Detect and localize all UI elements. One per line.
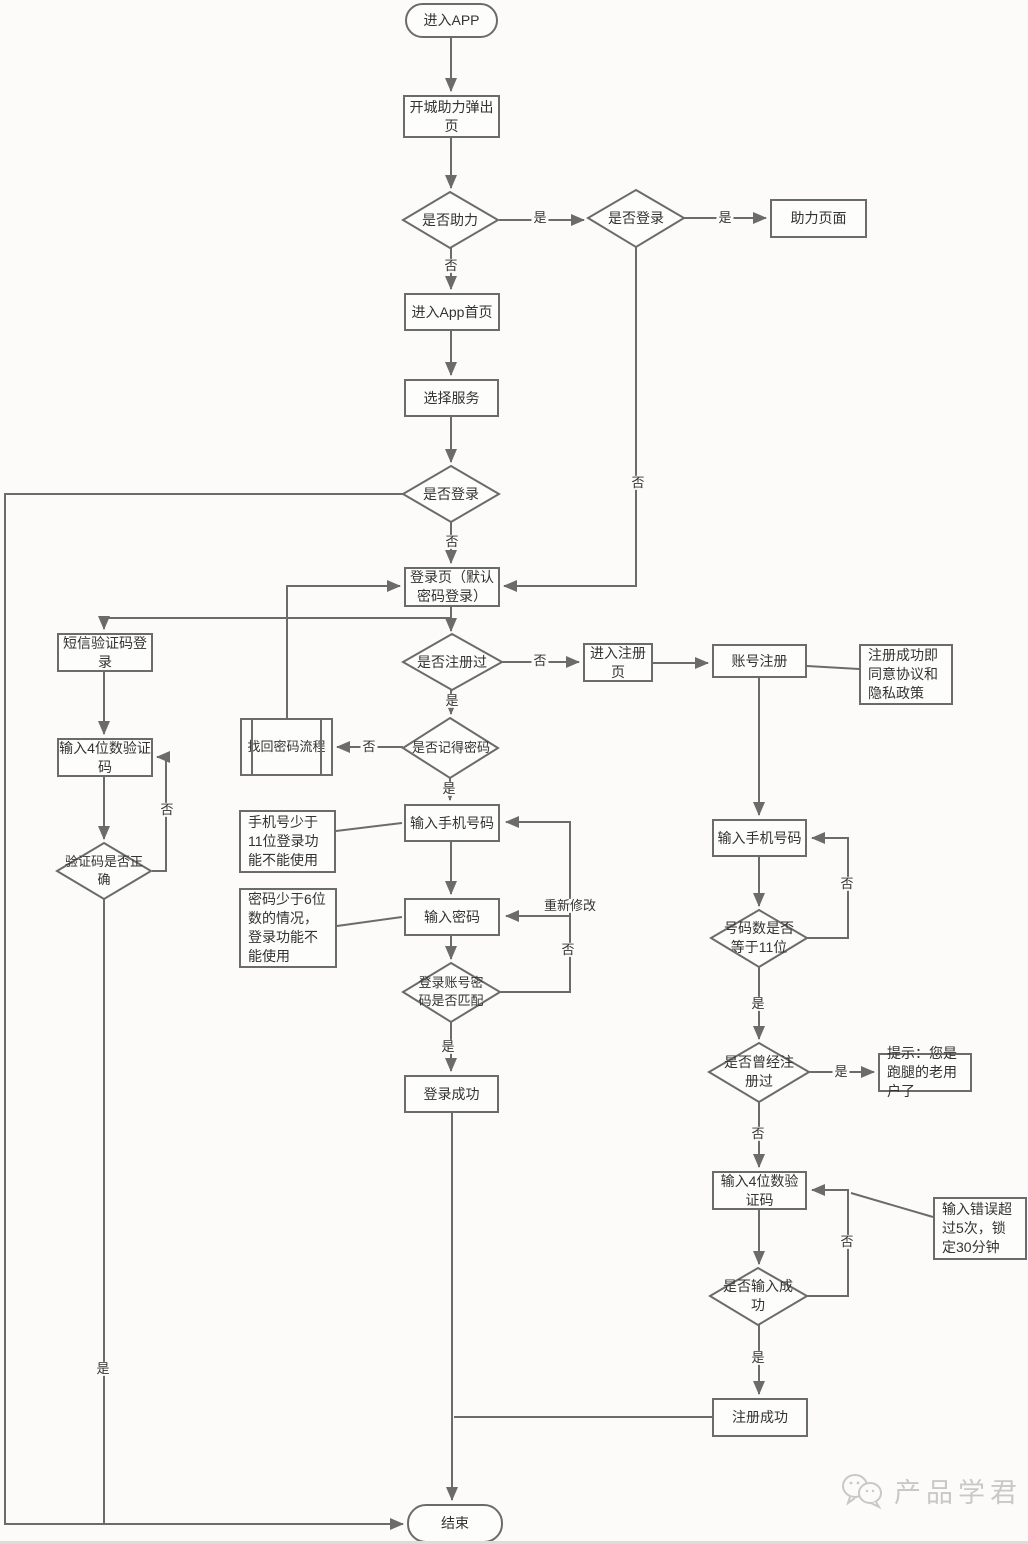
node-login-page: 登录页（默认密码登录） [404,567,500,607]
edge-label-no: 否 [442,257,460,274]
node-label: 结束 [441,1515,469,1532]
note-old-user-tip: 提示：您是跑腿的老用户了 [878,1045,972,1099]
node-ever-registered: 是否曾经注册过 [723,1052,795,1092]
node-is-assist: 是否助力 [410,206,490,234]
node-label: 输入手机号码 [717,829,802,846]
node-remember-password: 是否记得密码 [407,734,495,762]
edge-label-yes: 是 [749,1349,767,1366]
edge-label-no: 否 [838,1233,856,1250]
note-phone-length: 手机号少于11位登录功能不能使用 [239,810,336,873]
node-is-code-correct: 验证码是否正确 [63,851,145,891]
note-password-length: 密码少于6位数的情况，登录功能不能使用 [239,888,337,968]
node-enter-register-page: 进入注册页 [583,643,653,682]
node-label: 找回密码流程 [247,739,326,755]
note-label: 密码少于6位数的情况，登录功能不能使用 [248,891,326,964]
edge-label-yes: 是 [832,1063,850,1080]
edge-label-yes: 是 [440,780,458,797]
node-is-match: 登录账号密码是否匹配 [415,972,487,1012]
edge-label-no: 否 [559,941,577,958]
edge-label-no: 否 [443,533,461,550]
node-label: 进入App首页 [411,303,493,320]
node-input-phone-register: 输入手机号码 [712,819,807,857]
note-label: 注册成功即同意协议和隐私政策 [868,647,938,701]
edge-label-yes: 是 [443,692,461,709]
edge-label-yes: 是 [716,209,734,226]
node-label: 登录成功 [423,1085,480,1102]
edge-label-no: 否 [158,801,176,818]
node-is-login-top: 是否登录 [596,204,676,232]
decision-shapes-group [55,188,811,1327]
node-label: 助力页面 [790,210,847,227]
edge-label-no: 否 [749,1125,767,1142]
note-code-error: 输入错误超过5次，锁定30分钟 [933,1197,1027,1260]
bottom-edge-strip [0,1541,1028,1544]
node-label: 输入密码 [424,908,480,925]
node-label: 输入4位数验证码 [720,1172,799,1208]
edges-group [4,38,934,1530]
node-app-home: 进入App首页 [404,293,500,331]
edge-label-no: 否 [629,474,647,491]
node-is-login-mid: 是否登录 [411,480,491,508]
node-label: 是否输入成功 [723,1278,793,1313]
node-label: 登录账号密码是否匹配 [418,975,484,1008]
node-account-register: 账号注册 [712,644,807,678]
node-label: 短信验证码登录 [63,634,147,670]
node-label: 开城助力弹出页 [409,98,494,134]
node-label: 输入4位数验证码 [59,739,151,775]
node-is-registered: 是否注册过 [410,648,494,676]
watermark: 产品学君 [840,1470,1022,1510]
node-open-city-popup: 开城助力弹出页 [403,95,500,138]
node-label: 输入手机号码 [410,814,494,831]
note-label: 手机号少于11位登录功能不能使用 [248,814,319,868]
node-assist-page: 助力页面 [770,199,867,238]
node-label: 登录页（默认密码登录） [410,569,494,604]
node-label: 是否曾经注册过 [724,1054,794,1089]
node-enter-app: 进入APP [405,3,498,38]
node-label: 是否注册过 [417,653,487,670]
node-select-service: 选择服务 [404,379,499,417]
node-label: 验证码是否正确 [64,854,143,887]
node-label: 是否记得密码 [411,740,490,756]
node-label: 是否登录 [423,485,479,502]
node-register-success: 注册成功 [712,1398,808,1437]
node-is-phone-11: 号码数是否等于11位 [722,918,796,958]
node-end: 结束 [407,1504,503,1543]
node-label: 选择服务 [423,389,480,406]
predefined-bar-right [320,720,322,774]
node-label: 进入APP [423,12,480,29]
node-input-sms-code: 输入4位数验证码 [57,738,153,777]
note-label: 输入错误超过5次，锁定30分钟 [942,1201,1012,1255]
node-input-code-register: 输入4位数验证码 [712,1171,807,1210]
node-login-success: 登录成功 [404,1075,499,1113]
node-label: 账号注册 [731,652,788,669]
node-forgot-password-flow: 找回密码流程 [240,718,333,776]
watermark-text: 产品学君 [894,1477,1022,1508]
wechat-icon [842,1474,882,1510]
predefined-bar-left [251,720,253,774]
node-label: 是否助力 [422,211,478,228]
edge-label-yes: 是 [531,209,549,226]
edge-label-no: 否 [838,875,856,892]
edge-label-yes: 是 [94,1360,112,1377]
node-sms-login: 短信验证码登录 [57,633,153,672]
note-label: 提示：您是跑腿的老用户了 [887,1045,957,1099]
node-input-password: 输入密码 [404,898,500,936]
node-label: 号码数是否等于11位 [724,920,794,955]
edge-label-no: 否 [531,652,549,669]
edge-label-re-modify: 重新修改 [541,897,599,914]
node-input-phone-login: 输入手机号码 [404,804,500,842]
note-register-agreement: 注册成功即同意协议和隐私政策 [859,644,953,705]
node-is-input-success: 是否输入成功 [722,1276,794,1316]
node-label: 注册成功 [732,1409,788,1426]
node-label: 是否登录 [608,209,664,226]
edge-label-yes: 是 [749,995,767,1012]
edge-label-no: 否 [360,738,378,755]
node-label: 进入注册页 [590,644,646,680]
edge-label-yes: 是 [439,1038,457,1055]
